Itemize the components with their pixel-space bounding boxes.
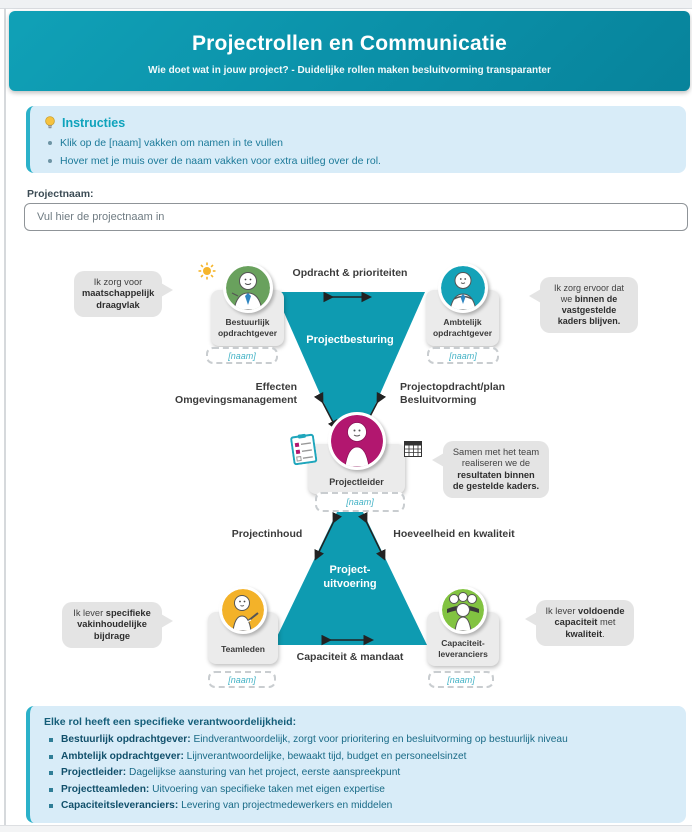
flow-right-upper: Projectopdracht/plan Besluitvorming xyxy=(400,381,506,407)
instructions-box: Instructies Klik op de [naam] vakken om … xyxy=(26,106,686,173)
arrow-lower-right xyxy=(357,511,386,561)
responsibilities-box: Elke rol heeft een specifieke verantwoor… xyxy=(26,706,686,823)
instruction-item: Hover met je muis over de naam vakken vo… xyxy=(44,155,672,167)
bubble-teamleden: Ik lever specifieke vakinhoudelijke bijd… xyxy=(62,602,173,648)
role-card-capaciteitsleveranciers[interactable]: Capaciteit- leveranciers xyxy=(427,586,499,666)
checklist-icon xyxy=(290,433,319,471)
responsibilities-title: Elke rol heeft een specifieke verantwoor… xyxy=(44,716,297,728)
capaciteitsleveranciers-avatar-icon xyxy=(439,586,487,634)
role-label: Capaciteit- leveranciers xyxy=(438,637,488,659)
zone-projectuitvoering: Project- uitvoering xyxy=(323,564,377,591)
projectbesturing-triangle xyxy=(275,292,425,462)
role-label: Projectleider xyxy=(329,477,384,488)
role-card-bestuurlijk-opdrachtgever[interactable]: Bestuurlijk opdrachtgever xyxy=(198,262,284,346)
role-label: Teamleden xyxy=(221,643,265,654)
naam-input-capaciteitsleveranciers[interactable]: [naam] xyxy=(428,671,494,688)
responsibility-item: Capaciteitsleveranciers: Levering van pr… xyxy=(44,800,672,811)
responsibility-item: Projectleider: Dagelijkse aansturing van… xyxy=(44,767,672,778)
calendar-icon xyxy=(404,440,422,462)
projectname-input[interactable] xyxy=(24,203,688,231)
teamleden-avatar-icon xyxy=(219,586,267,634)
projectname-label: Projectnaam: xyxy=(27,188,94,200)
page-top-strip xyxy=(0,0,692,9)
arrow-lower-left xyxy=(314,511,343,561)
naam-input-ambtelijk[interactable]: [naam] xyxy=(427,347,499,364)
lightbulb-icon xyxy=(45,116,55,129)
page-subtitle: Wie doet wat in jouw project? - Duidelij… xyxy=(148,65,551,76)
instruction-item: Klik op de [naam] vakken om namen in te … xyxy=(44,137,672,149)
ambtelijk-opdrachtgever-avatar-icon xyxy=(437,263,488,313)
bubble-capaciteitsleveranciers: Ik lever voldoende capaciteit met kwalit… xyxy=(525,600,634,646)
page-header: Projectrollen en Communicatie Wie doet w… xyxy=(9,11,690,91)
projectleider-avatar-icon xyxy=(327,412,386,470)
sun-icon xyxy=(198,262,216,285)
flow-left-lower: Projectinhoud xyxy=(231,528,303,540)
bestuurlijk-opdrachtgever-avatar-icon xyxy=(222,263,273,313)
projectuitvoering-triangle xyxy=(273,485,427,645)
bubble-projectleider: Samen met het team realiseren we de resu… xyxy=(432,441,549,499)
flow-bottom: Capaciteit & mandaat xyxy=(296,651,404,663)
bubble-ambtelijk: Ik zorg ervoor dat we binnen de vastgest… xyxy=(529,277,638,333)
zone-projectbesturing: Projectbesturing xyxy=(306,334,394,346)
naam-input-projectleider[interactable]: [naam] xyxy=(315,492,405,512)
flow-right-lower: Hoeveelheid en kwaliteit xyxy=(393,528,515,540)
role-card-ambtelijk-opdrachtgever[interactable]: Ambtelijk opdrachtgever xyxy=(426,263,499,346)
responsibility-item: Ambtelijk opdrachtgever: Lijnverantwoord… xyxy=(44,751,672,762)
responsibility-item: Bestuurlijk opdrachtgever: Eindverantwoo… xyxy=(44,734,672,745)
role-label: Ambtelijk opdrachtgever xyxy=(432,316,493,338)
responsibilities-list: Bestuurlijk opdrachtgever: Eindverantwoo… xyxy=(44,734,672,811)
page-title: Projectrollen en Communicatie xyxy=(191,32,508,55)
flow-top: Opdracht & prioriteiten xyxy=(292,267,408,279)
naam-input-teamleden[interactable]: [naam] xyxy=(208,671,276,688)
page-bottom-strip xyxy=(0,825,692,832)
naam-input-bestuurlijk[interactable]: [naam] xyxy=(206,347,278,364)
instructions-title: Instructies xyxy=(44,116,672,130)
instructions-list: Klik op de [naam] vakken om namen in te … xyxy=(44,137,672,167)
role-card-teamleden[interactable]: Teamleden xyxy=(208,586,278,664)
flow-left-upper: Effecten Omgevingsmanagement xyxy=(175,381,297,407)
role-card-projectleider[interactable]: Projectleider xyxy=(290,412,422,494)
bubble-bestuurlijk: Ik zorg voor maatschappelijk draagvlak xyxy=(74,271,173,317)
responsibility-item: Projectteamleden: Uitvoering van specifi… xyxy=(44,784,672,795)
role-label: Bestuurlijk opdrachtgever xyxy=(217,316,278,338)
page-left-border xyxy=(4,8,6,832)
